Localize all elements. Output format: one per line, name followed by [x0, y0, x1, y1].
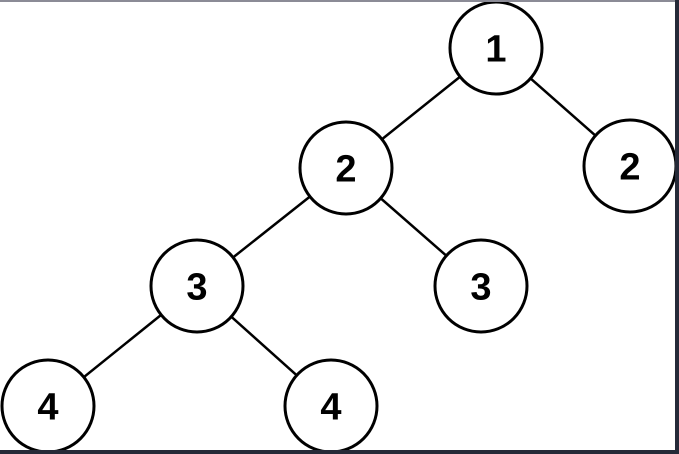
tree-node-circle	[448, 0, 544, 96]
tree-node-circle	[433, 238, 529, 334]
tree-node-circle	[149, 238, 245, 334]
tree-node: 4	[0, 358, 96, 454]
tree-node-value: 4	[320, 387, 341, 429]
tree-node: 2	[582, 118, 678, 214]
tree-node: 3	[433, 238, 529, 334]
tree-node-value: 3	[186, 267, 207, 309]
tree-node: 1	[448, 0, 544, 96]
tree-node-value: 4	[37, 387, 58, 429]
tree-node-value: 3	[470, 267, 491, 309]
tree-node-value: 1	[485, 29, 506, 71]
tree-node-value: 2	[619, 147, 640, 189]
tree-node: 2	[298, 120, 394, 216]
bottom-border-line	[0, 450, 679, 454]
tree-node: 3	[149, 238, 245, 334]
right-border-line	[675, 0, 679, 454]
tree-node: 4	[283, 358, 379, 454]
tree-node-value: 2	[335, 149, 356, 191]
tree-node-circle	[298, 120, 394, 216]
top-border-line	[0, 0, 679, 2]
